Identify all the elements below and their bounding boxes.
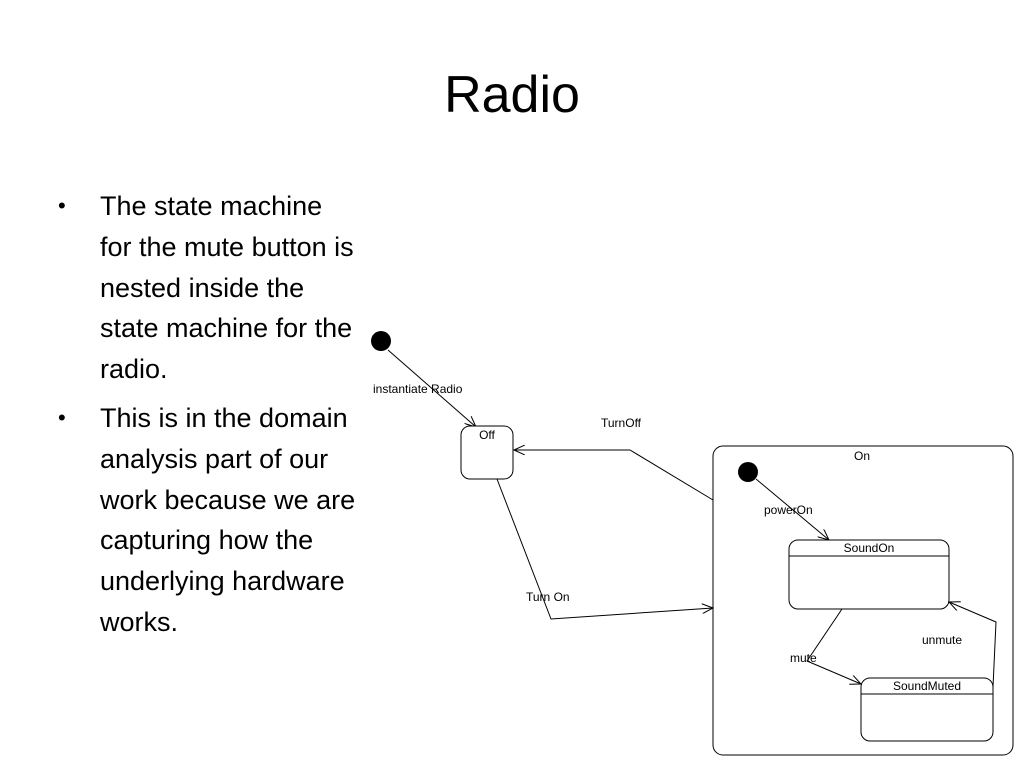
label-turn-on: Turn On [526,590,570,604]
initial-state-dot [371,331,391,351]
bullet-dot: • [58,193,66,218]
bullet-item: • The state machine for the mute button … [58,186,358,390]
transition-turn-off [514,450,714,501]
slide-title: Radio [444,66,580,124]
state-sound-muted-label: SoundMuted [893,679,961,693]
state-on [712,445,1014,756]
bullet-item: • This is in the domain analysis part of… [58,398,358,643]
bullet-text: This is in the domain analysis part of o… [100,402,356,637]
transition-unmute [949,602,997,688]
bullet-text: The state machine for the mute button is… [100,191,354,385]
state-sound-on [788,539,950,610]
label-turn-off: TurnOff [601,416,642,430]
label-instantiate-radio: instantiate Radio [373,382,463,396]
state-sound-on-label: SoundOn [844,541,895,555]
label-power-on: powerOn [764,503,813,517]
bullet-dot: • [58,404,66,430]
state-off-label: Off [479,428,495,442]
label-mute: mute [790,651,817,665]
transition-instantiate [387,349,476,427]
transition-mute [806,608,861,684]
state-on-label: On [854,449,870,463]
label-unmute: unmute [922,633,962,647]
transition-turn-on [496,478,713,620]
bullet-list: • The state machine for the mute button … [58,186,358,651]
transition-power-on [755,478,829,540]
nested-initial-state-dot [738,462,758,482]
